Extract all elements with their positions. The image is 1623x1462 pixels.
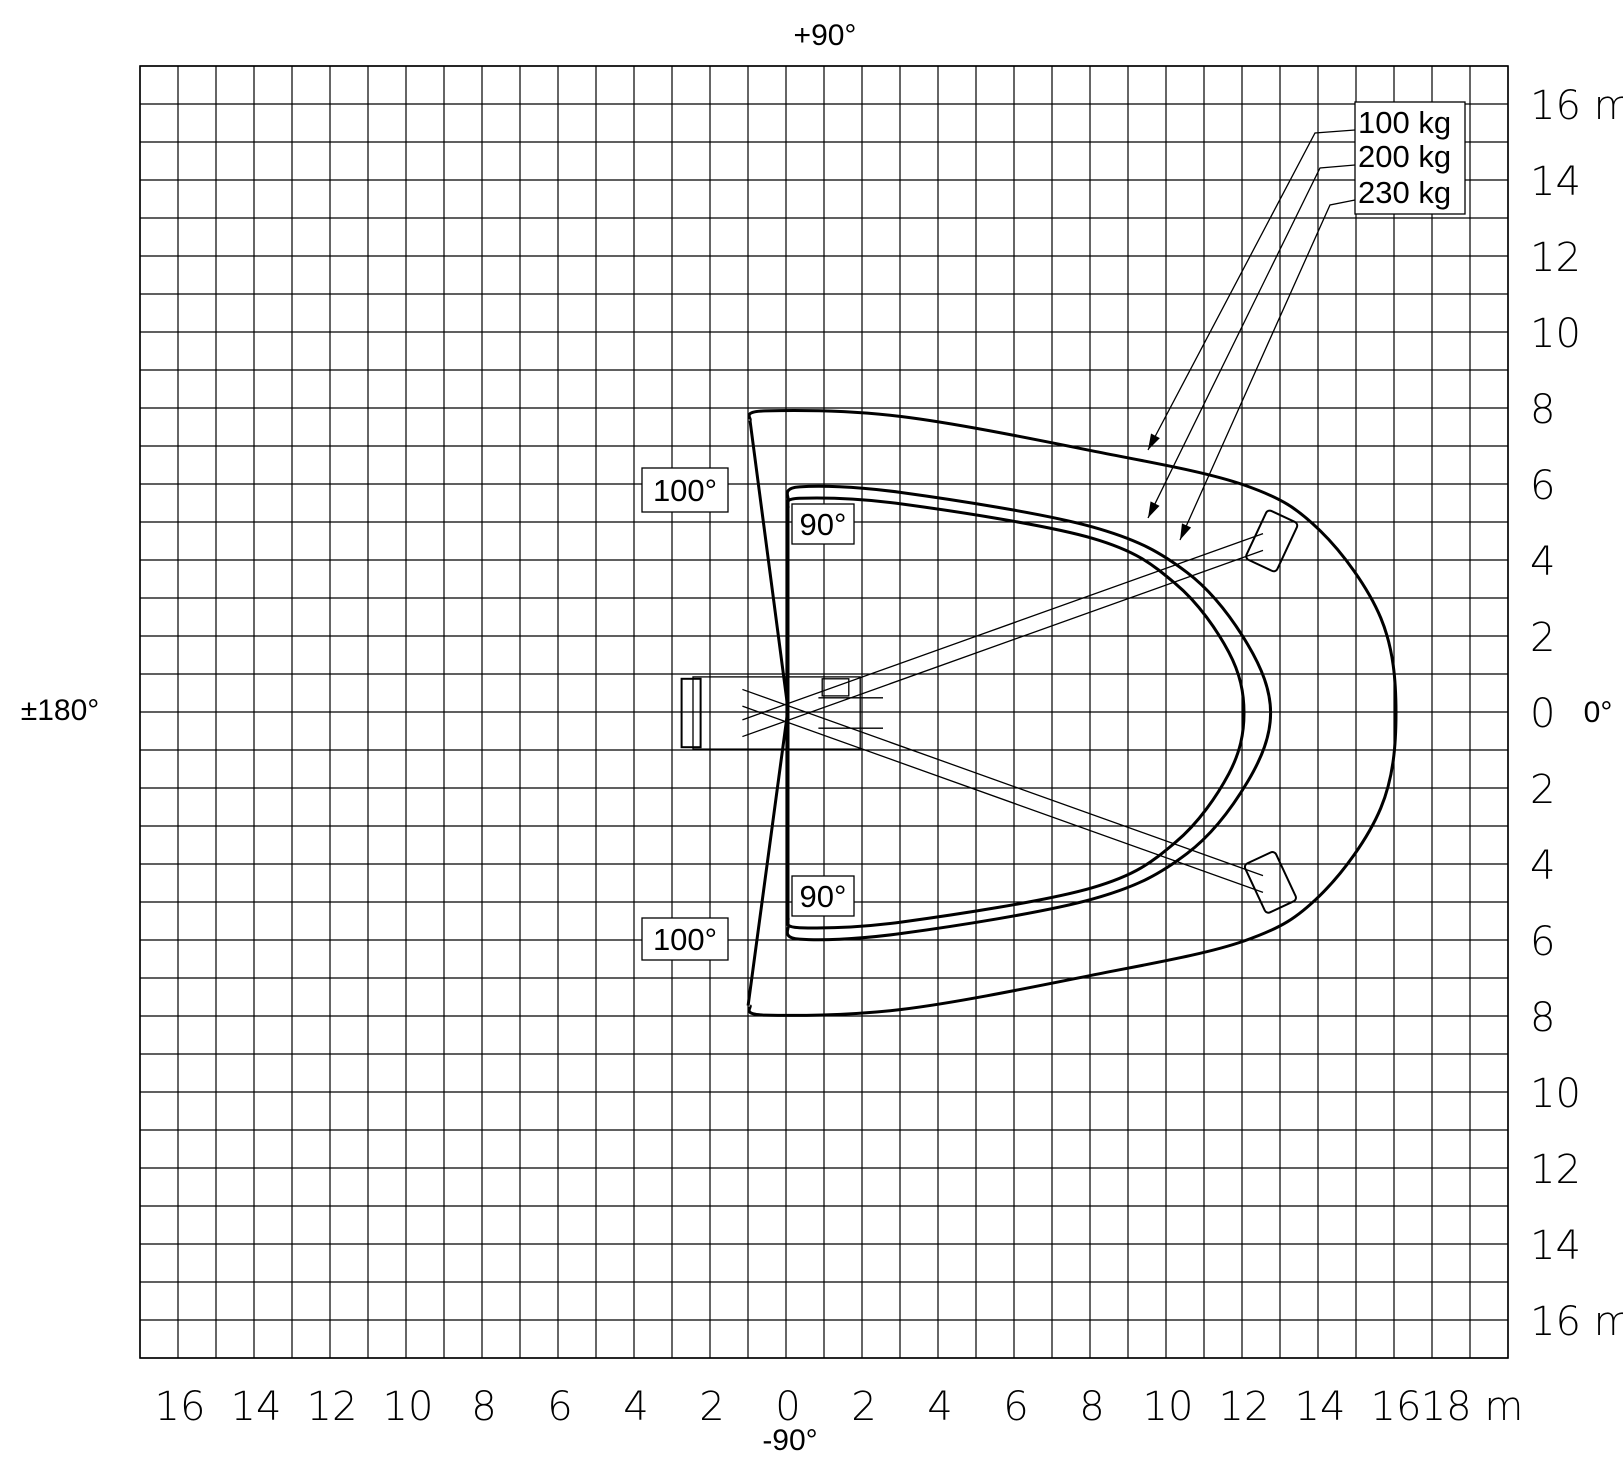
load-leader-line <box>1179 199 1356 541</box>
angle-label-90-top: 90° <box>800 507 847 542</box>
y-tick-label: 16 m <box>1530 83 1623 129</box>
x-tick-label: 2 <box>851 1384 876 1430</box>
envelope-100kg-limit <box>746 420 790 1006</box>
x-tick-label: 16 <box>155 1384 206 1430</box>
x-tick-label: 14 <box>231 1384 282 1430</box>
angle-label-100-top: 100° <box>653 473 717 508</box>
y-tick-label: 6 <box>1530 463 1555 509</box>
y-tick-label: 4 <box>1530 539 1555 585</box>
envelopes <box>746 409 1398 1017</box>
x-tick-label: 14 <box>1295 1384 1346 1430</box>
envelope-200kg <box>785 484 1273 942</box>
x-tick-label: 4 <box>623 1384 648 1430</box>
x-tick-label: 2 <box>699 1384 724 1430</box>
basket-upper <box>1245 509 1299 573</box>
load-leader-arrowhead <box>1180 523 1192 540</box>
angle-box-100-top <box>641 467 729 513</box>
direction-left: ±180° <box>21 694 100 727</box>
boom-lower <box>742 688 1264 877</box>
direction-right: 0° <box>1584 696 1613 729</box>
boom-upper <box>742 533 1264 721</box>
envelope-230kg <box>785 496 1246 930</box>
y-tick-label: 10 <box>1530 1071 1581 1117</box>
direction-top: +90° <box>794 19 857 52</box>
load-leader-arrowhead <box>1148 501 1160 518</box>
load-leaders <box>1147 129 1356 541</box>
basket-lower <box>1243 851 1297 914</box>
load-leader-line <box>1147 164 1356 519</box>
load-label-230kg: 230 kg <box>1358 175 1451 210</box>
x-tick-label: 12 <box>1219 1384 1270 1430</box>
x-tick-label: 10 <box>1143 1384 1194 1430</box>
y-tick-label: 2 <box>1530 767 1555 813</box>
load-label-200kg: 200 kg <box>1358 139 1451 174</box>
angle-label-100-bottom: 100° <box>653 922 717 957</box>
direction-bottom: -90° <box>762 1424 817 1457</box>
x-tick-label: 4 <box>927 1384 952 1430</box>
angle-box-90-top <box>791 503 855 545</box>
angle-labels: 100° 90° 90° 100° <box>641 467 855 961</box>
y-tick-label: 14 <box>1530 159 1581 205</box>
y-tick-label: 12 <box>1530 235 1581 281</box>
x-tick-label: 6 <box>1003 1384 1028 1430</box>
y-tick-label: 12 <box>1530 1147 1581 1193</box>
x-tick-label: 8 <box>471 1384 496 1430</box>
grid <box>139 65 1509 1359</box>
y-tick-labels: 16 m 14 12 10 8 6 4 2 0 2 4 6 8 10 12 14 16 m <box>1530 83 1623 1345</box>
x-tick-label: 18 m <box>1421 1384 1524 1430</box>
load-leader-line <box>1147 129 1356 451</box>
x-tick-label: 6 <box>547 1384 572 1430</box>
machine-rear <box>680 677 702 749</box>
machine-cab <box>821 678 850 697</box>
y-tick-label: 0 <box>1530 691 1555 737</box>
y-tick-label: 14 <box>1530 1223 1581 1269</box>
load-leader-arrowhead <box>1148 433 1160 450</box>
x-tick-label: 8 <box>1079 1384 1104 1430</box>
load-labels: 100 kg 200 kg 230 kg <box>1354 101 1466 215</box>
y-tick-label: 16 m <box>1530 1299 1623 1345</box>
machine-outline <box>680 509 1299 914</box>
boom-lower <box>742 705 1264 893</box>
grid-border <box>139 65 1509 1359</box>
angle-box-100-bottom <box>641 917 729 961</box>
y-tick-label: 2 <box>1530 615 1555 661</box>
y-tick-label: 10 <box>1530 311 1581 357</box>
x-tick-label: 0 <box>775 1384 800 1430</box>
angle-label-90-bottom: 90° <box>800 879 847 914</box>
envelope-100kg <box>747 409 1398 1017</box>
angle-box-90-bottom <box>791 875 855 917</box>
x-tick-label: 10 <box>383 1384 434 1430</box>
y-tick-label: 8 <box>1530 387 1555 433</box>
machine-chassis <box>692 676 861 750</box>
y-tick-label: 4 <box>1530 843 1555 889</box>
boom-upper <box>742 549 1264 738</box>
y-tick-label: 6 <box>1530 919 1555 965</box>
load-labels-box <box>1354 101 1466 215</box>
x-tick-label: 12 <box>307 1384 358 1430</box>
x-tick-label: 16 <box>1371 1384 1422 1430</box>
load-label-100kg: 100 kg <box>1358 105 1451 140</box>
y-tick-label: 8 <box>1530 995 1555 1041</box>
